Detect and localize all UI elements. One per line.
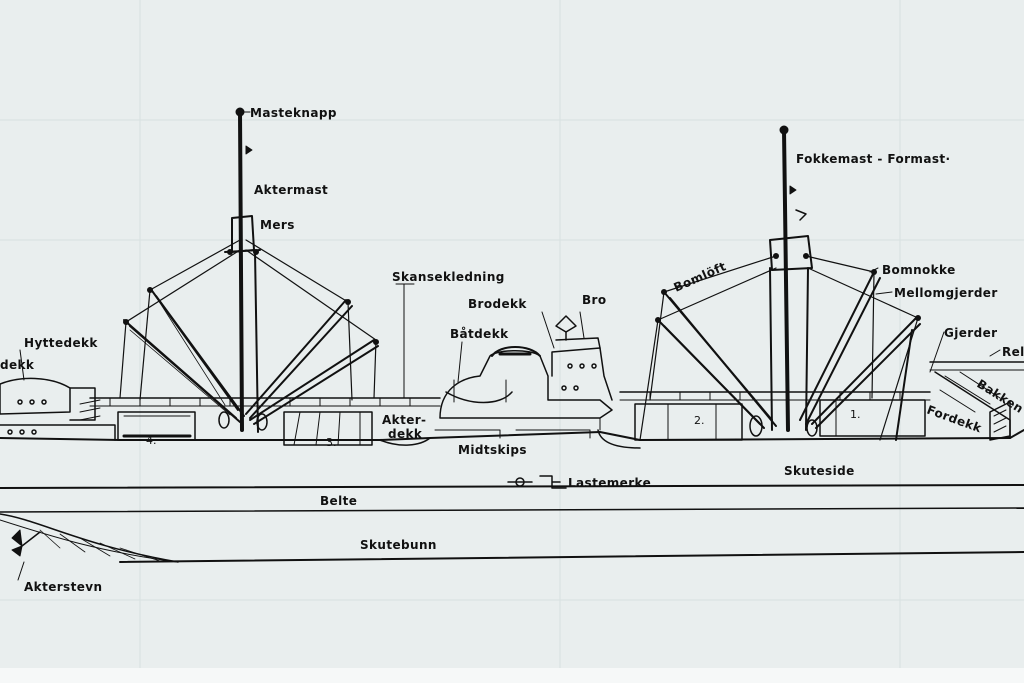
label-aktermast: Aktermast xyxy=(254,183,328,197)
label-brodekk: Brodekk xyxy=(468,297,527,311)
label-belte: Belte xyxy=(320,494,357,508)
hatch-4 xyxy=(117,411,196,441)
label-masteknapp: Masteknapp xyxy=(250,106,337,120)
hatch-numbers: 1. 2. 3. 4. xyxy=(146,408,861,449)
aft-mast xyxy=(224,107,261,433)
label-fordekk: Fordekk xyxy=(925,403,984,436)
label-midtskips: Midtskips xyxy=(458,443,527,457)
label-fokkemast: Fokkemast - Formast· xyxy=(796,152,950,166)
label-bomloft: Bomlöft xyxy=(672,259,729,295)
label-batdekk: Båtdekk xyxy=(450,327,509,341)
label-lastemerke: Lastemerke xyxy=(568,476,651,490)
label-dekk-edge: dekk xyxy=(0,358,35,372)
aft-derrick-heads xyxy=(123,249,379,345)
leader-lines xyxy=(17,111,1001,581)
label-bakken: Bakken xyxy=(974,377,1024,416)
label-skansekledning: Skansekledning xyxy=(392,270,505,284)
hatch-number-4: 4. xyxy=(146,434,157,447)
label-skuteside: Skuteside xyxy=(784,464,855,478)
aft-derricks xyxy=(123,287,379,425)
fore-mast xyxy=(769,125,813,432)
label-bro: Bro xyxy=(582,293,607,307)
fore-derrick-heads xyxy=(655,253,921,323)
label-rel: Rel xyxy=(1002,345,1024,359)
label-akterstevn: Akterstevn xyxy=(24,580,102,594)
label-gjerder: Gjerder xyxy=(944,326,997,340)
hatch-number-3: 3. xyxy=(326,436,337,449)
label-mellomgjerder: Mellomgjerder xyxy=(894,286,998,300)
label-mers: Mers xyxy=(260,218,295,232)
label-hyttedekk: Hyttedekk xyxy=(24,336,98,350)
hatch-number-2: 2. xyxy=(694,414,705,427)
label-akterdekk-2: dekk xyxy=(388,427,423,441)
forecastle xyxy=(929,361,1024,441)
winches xyxy=(218,411,818,437)
hatch-3 xyxy=(283,411,373,446)
load-line-mark xyxy=(507,475,567,489)
midship-superstructure xyxy=(434,315,613,439)
label-bomnokke: Bomnokke xyxy=(882,263,956,277)
hatch-number-1: 1. xyxy=(850,408,861,421)
label-akterdekk-1: Akter- xyxy=(382,413,426,427)
label-skutebunn: Skutebunn xyxy=(360,538,437,552)
aft-rigging xyxy=(119,239,377,416)
fore-rigging xyxy=(639,255,919,441)
bottom-margin xyxy=(0,668,1024,683)
fore-derricks xyxy=(657,271,921,429)
hatch-1 xyxy=(819,399,926,437)
hatch-2 xyxy=(634,403,743,441)
poop-deck-house xyxy=(0,377,116,441)
